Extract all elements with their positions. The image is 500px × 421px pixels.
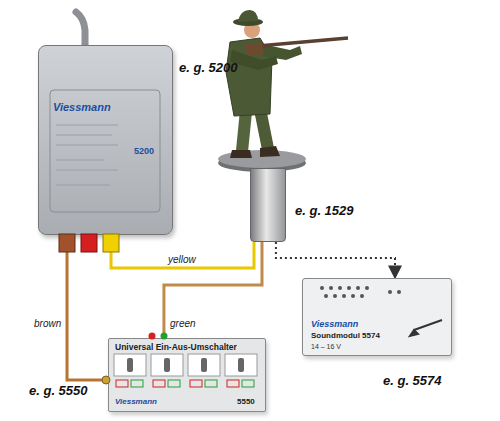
module-name: Soundmodul 5574 [311,331,380,340]
green-terminal [161,333,168,340]
part-number: e. g. 5574 [383,373,442,388]
brand-name: Viessmann [53,101,111,113]
brown-terminal [59,234,75,252]
brand-name: Viessmann [311,319,358,329]
switch-cells [114,354,257,387]
red-terminal [149,333,156,340]
led-mark [153,380,165,387]
wire [67,235,108,380]
switch-cell [188,354,220,376]
speaker-hole [342,294,346,298]
print-line [56,170,118,171]
yellow-terminal [103,234,119,252]
voltage-label: 14 – 16 V [311,343,341,350]
figure-boot [260,146,280,157]
wire-color-label: yellow [168,254,196,265]
screw-terminal [102,376,110,384]
gun-stock [410,330,418,336]
speaker-hole [329,286,333,290]
model-number: 5200 [134,146,154,156]
toggle [238,358,244,372]
led-mark [168,380,180,387]
led-mark [131,380,143,387]
speaker-hole [324,294,328,298]
model-number: 5550 [237,397,255,406]
figure-leg [236,110,252,152]
transformer-fine-print [56,125,118,185]
led-mark [242,380,254,387]
speaker-hole [360,294,364,298]
print-line [56,145,118,146]
toggle [127,358,133,372]
switch-cell [225,354,257,376]
speaker-hole [356,286,360,290]
led-mark [205,380,217,387]
sound-module: e. g. 5574ViessmannSoundmodul 557414 – 1… [302,278,452,356]
print-line [56,135,112,136]
figure-boot [230,150,252,158]
gun-barrel [414,320,442,330]
print-line [56,185,110,186]
figure-rifle [258,38,348,46]
print-line [56,125,118,126]
gun-icon [410,320,442,336]
speaker-hole [320,286,324,290]
brand-name: Viessmann [115,397,157,406]
signal-connector [276,242,395,278]
figure-rifle-stock [244,42,264,56]
figure-hat [238,10,258,22]
switch-module: e. g. 5550Universal Ein-Aus-UmschalterVi… [108,338,266,412]
red-terminal [81,234,97,252]
socket-box: e. g. 1529 [250,168,286,242]
wire-color-label: brown [34,318,61,329]
speaker-hole [333,294,337,298]
toggle [201,358,207,372]
speaker-hole [365,286,369,290]
print-line [56,160,104,161]
wire [111,235,254,268]
wire [164,242,262,338]
speaker-holes [320,286,401,298]
speaker-hole [388,290,392,294]
led-mark [116,380,128,387]
wire-color-label: green [170,318,196,329]
toggle [164,358,170,372]
speaker-hole [397,290,401,294]
led-mark [227,380,239,387]
speaker-hole [338,286,342,290]
transformer-cable [76,12,85,46]
switch-cell [151,354,183,376]
transformer-box: e. g. 5200Viessmann5200 [38,45,173,235]
transformer-panel [50,90,160,212]
speaker-hole [351,294,355,298]
speaker-hole [347,286,351,290]
part-number: e. g. 5550 [29,383,88,398]
part-number: e. g. 5200 [179,60,238,75]
part-number: e. g. 1529 [295,203,354,218]
switch-cell [114,354,146,376]
led-mark [190,380,202,387]
module-name: Universal Ein-Aus-Umschalter [115,342,237,352]
